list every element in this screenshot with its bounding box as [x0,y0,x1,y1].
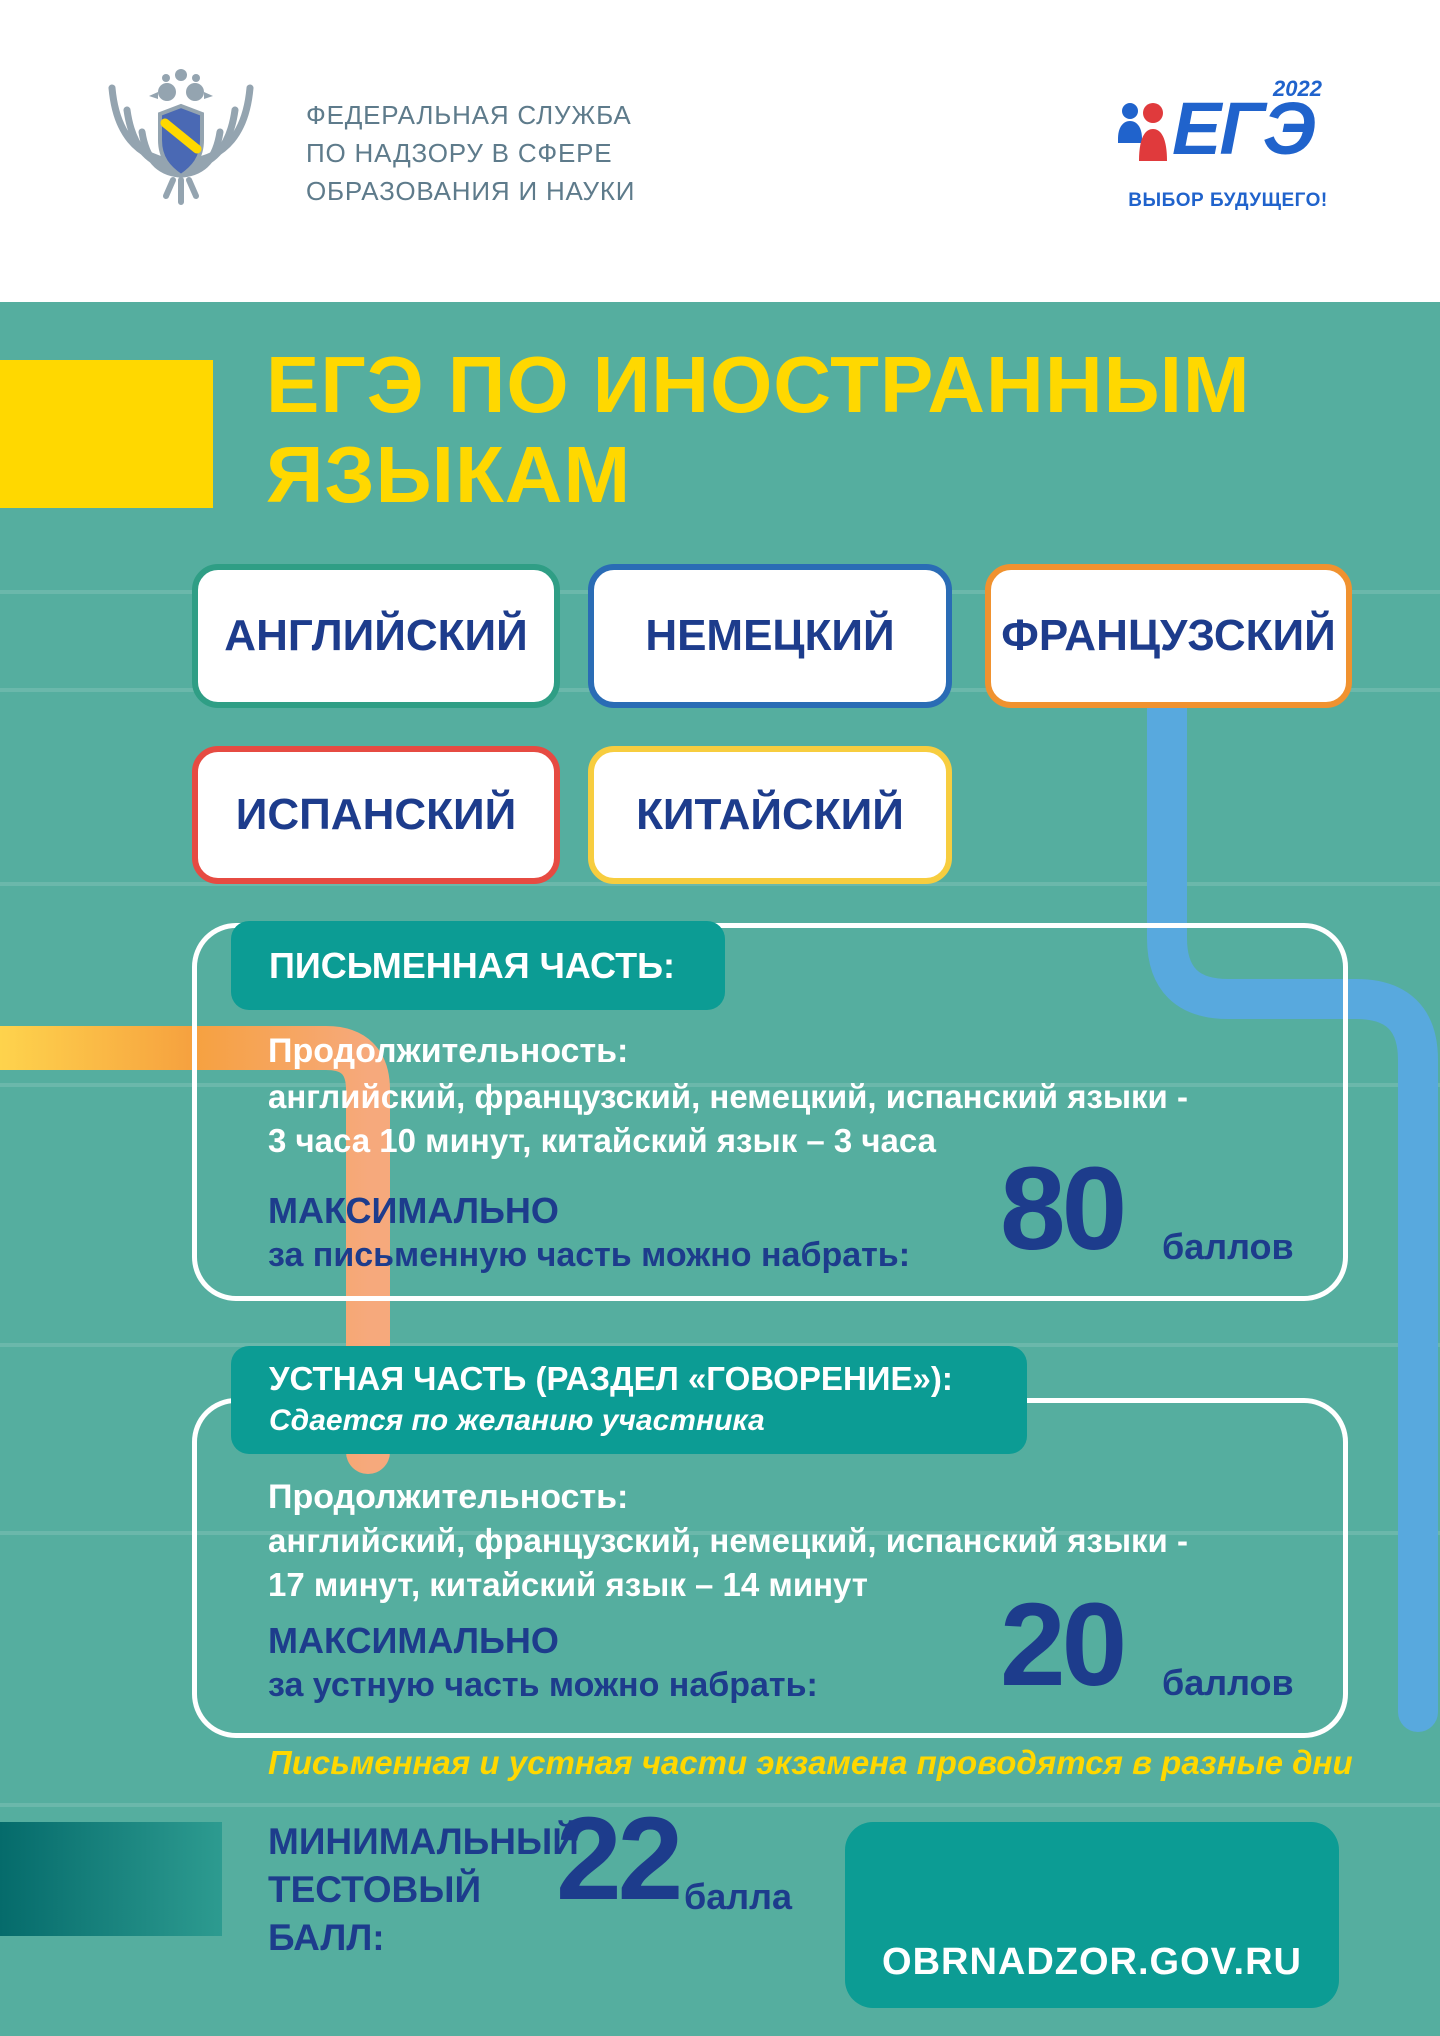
written-duration-line2: 3 часа 10 минут, китайский язык – 3 часа [268,1122,936,1159]
ege-logo-year: 2022 [1273,76,1322,101]
language-label: ФРАНЦУЗСКИЙ [1001,611,1336,660]
minimum-score-label: МИНИМАЛЬНЫЙ ТЕСТОВЫЙ БАЛЛ: [268,1818,598,1962]
minimum-score-label-line2: ТЕСТОВЫЙ БАЛЛ: [268,1869,482,1958]
stripe [0,1803,1440,1807]
written-section-heading-label: ПИСЬМЕННАЯ ЧАСТЬ: [269,944,675,986]
language-label: АНГЛИЙСКИЙ [224,611,528,660]
oral-section-heading: УСТНАЯ ЧАСТЬ (РАЗДЕЛ «ГОВОРЕНИЕ»): Сдает… [231,1346,1027,1454]
agency-name-line: ФЕДЕРАЛЬНАЯ СЛУЖБА [306,100,632,130]
oral-max-unit: баллов [1162,1662,1294,1703]
different-days-note: Письменная и устная части экзамена прово… [268,1744,1353,1781]
stripe [0,882,1440,886]
oral-max-value: 20 [1000,1579,1127,1711]
rosobrnadzor-emblem-icon [108,69,254,205]
language-pill-chinese: КИТАЙСКИЙ [588,746,952,884]
ege-logo-figures-icon [1118,103,1167,161]
ege-2022-logo: 2022 ЕГЭ ВЫБОР БУДУЩЕГО! [1112,76,1344,212]
language-pill-french: ФРАНЦУЗСКИЙ [985,564,1352,708]
stripe [0,1531,1440,1535]
ege-logo-text: ЕГЭ [1172,87,1316,170]
written-section-heading: ПИСЬМЕННАЯ ЧАСТЬ: [231,921,725,1010]
oral-duration-label: Продолжительность: [268,1478,629,1516]
footer-website-box: OBRNADZOR.GOV.RU [845,1822,1339,2008]
written-max-label-line2: за письменную часть можно набрать: [268,1236,911,1274]
language-pill-english: АНГЛИЙСКИЙ [192,564,560,708]
oral-section-heading-label: УСТНАЯ ЧАСТЬ (РАЗДЕЛ «ГОВОРЕНИЕ»): [269,1360,953,1397]
minimum-score-label-line1: МИНИМАЛЬНЫЙ [268,1821,579,1862]
website-link[interactable]: OBRNADZOR.GOV.RU [882,1941,1302,1983]
oral-duration-line1: английский, французский, немецкий, испан… [268,1522,1189,1559]
minimum-score-value: 22 [556,1793,683,1925]
minimum-score-unit: балла [684,1876,793,1917]
stripe [0,1083,1440,1087]
written-duration-line1: английский, французский, немецкий, испан… [268,1078,1189,1115]
language-label: НЕМЕЦКИЙ [645,611,895,660]
ege-logo-slogan: ВЫБОР БУДУЩЕГО! [1128,190,1328,211]
written-max-value: 80 [1000,1143,1127,1275]
page-title-line: ЕГЭ ПО ИНОСТРАННЫМ [266,340,1251,429]
page-title-line: ЯЗЫКАМ [266,430,632,519]
oral-section-subheading: Сдается по желанию участника [269,1404,765,1437]
language-pill-spanish: ИСПАНСКИЙ [192,746,560,884]
bottom-accent-bar [0,1822,222,1936]
stripe [0,1343,1440,1347]
language-pill-german: НЕМЕЦКИЙ [588,564,952,708]
written-duration-label: Продолжительность: [268,1032,629,1070]
oral-max-label-line2: за устную часть можно набрать: [268,1666,818,1704]
page-title: ЕГЭ ПО ИНОСТРАННЫМ ЯЗЫКАМ [266,340,1251,520]
oral-max-label-line1: МАКСИМАЛЬНО [268,1620,559,1661]
language-label: КИТАЙСКИЙ [636,790,904,839]
written-max-label-line1: МАКСИМАЛЬНО [268,1190,559,1231]
agency-name: ФЕДЕРАЛЬНАЯ СЛУЖБА ПО НАДЗОРУ В СФЕРЕ ОБ… [306,96,635,210]
written-max-unit: баллов [1162,1226,1294,1267]
agency-name-line: ПО НАДЗОРУ В СФЕРЕ [306,138,613,168]
header: ФЕДЕРАЛЬНАЯ СЛУЖБА ПО НАДЗОРУ В СФЕРЕ ОБ… [0,0,1440,302]
agency-name-line: ОБРАЗОВАНИЯ И НАУКИ [306,176,636,206]
title-accent-block [0,360,213,508]
language-label: ИСПАНСКИЙ [235,790,517,839]
oral-duration-line2: 17 минут, китайский язык – 14 минут [268,1566,868,1603]
